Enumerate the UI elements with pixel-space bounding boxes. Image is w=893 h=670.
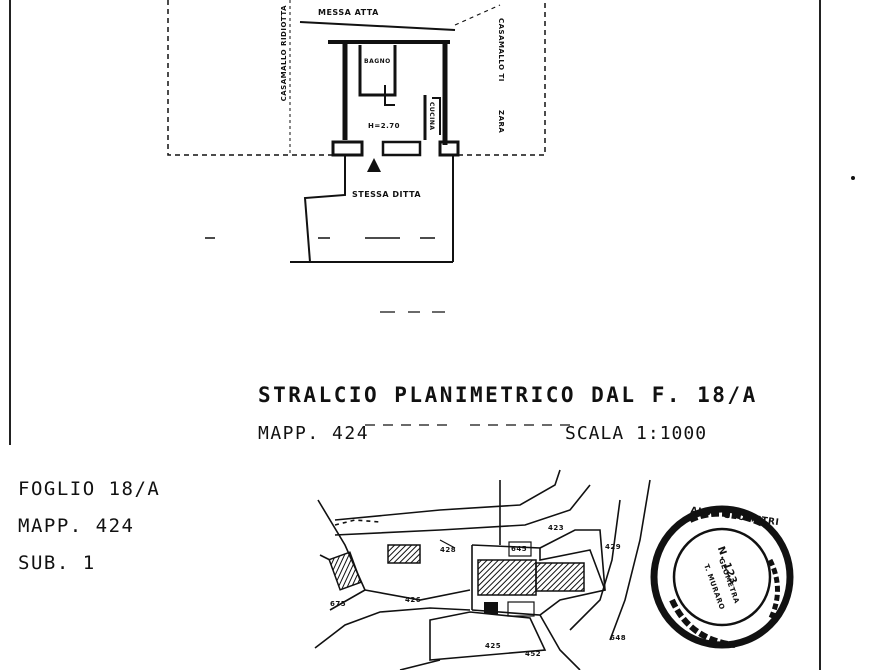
parcel-label-423: 423 <box>548 524 565 532</box>
parcel-label-645: 645 <box>511 545 528 553</box>
header-scale: SCALA 1:1000 <box>565 423 708 444</box>
label-right-vertical: CASAMALLO TI <box>497 18 505 82</box>
parcel-black-1 <box>484 602 498 614</box>
label-right-vertical-2: ZARA <box>497 110 505 134</box>
parcel-label-426: 426 <box>405 596 422 604</box>
floor-plan <box>167 0 546 313</box>
page-title: STRALCIO PLANIMETRICO DAL F. 18/A <box>258 383 758 407</box>
sub-label: SUB. 1 <box>18 552 96 574</box>
room-main: H=2.70 <box>368 122 400 130</box>
label-bottom: STESSA DITTA <box>352 190 422 199</box>
parcel-label-429: 429 <box>605 543 622 551</box>
label-left-vertical: CASAMALLO RIDIOTTA <box>280 5 288 102</box>
parcel-424-hatch <box>477 559 537 596</box>
header-mapp: MAPP. 424 <box>258 423 370 444</box>
parcel-box-2 <box>507 601 535 617</box>
parcel-label-428: 428 <box>440 546 457 554</box>
room-bagno: BAGNO <box>364 58 391 65</box>
cadastral-map <box>314 469 651 670</box>
foglio-label: FOGLIO 18/A <box>18 478 161 500</box>
room-cucina: CUCINA <box>428 102 435 131</box>
mapp-label: MAPP. 424 <box>18 515 135 537</box>
parcel-hatch-east <box>535 562 585 592</box>
parcel-label-452: 452 <box>525 650 542 658</box>
parcel-box-645 <box>508 541 532 557</box>
parcel-hatch-west <box>328 551 362 591</box>
surveyor-stamp <box>650 505 794 649</box>
entrance-arrow-icon <box>367 158 381 172</box>
parcel-label-675: 675 <box>330 600 347 608</box>
label-top: MESSA ATTA <box>318 8 379 17</box>
parcel-label-425: 425 <box>485 642 502 650</box>
parcel-label-648: 648 <box>610 634 627 642</box>
speck-mark <box>851 176 855 180</box>
parcel-hatch-small <box>387 544 421 564</box>
